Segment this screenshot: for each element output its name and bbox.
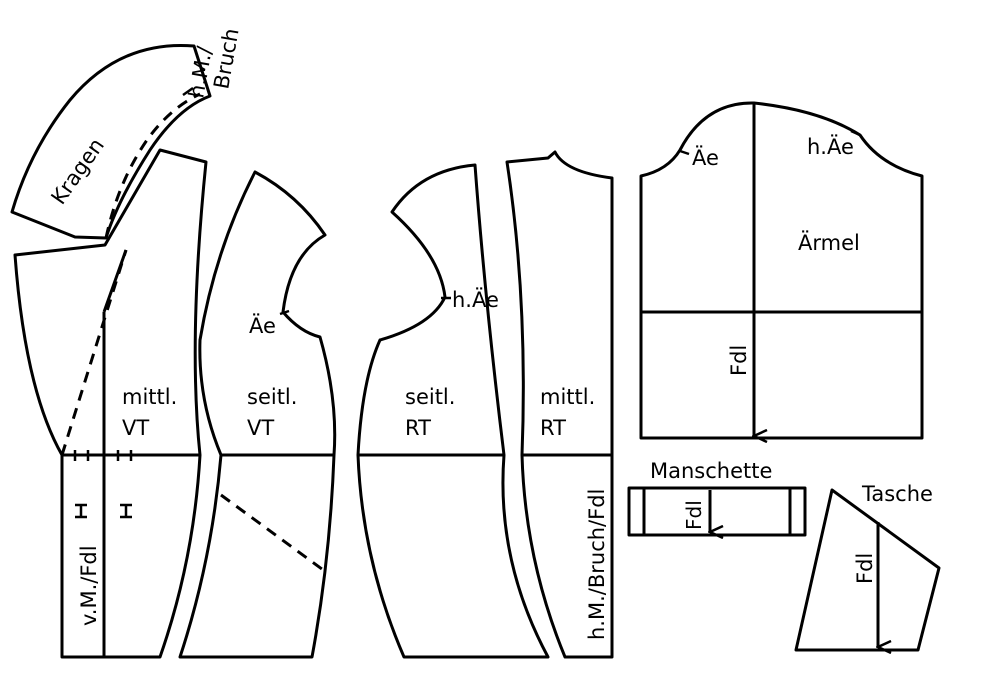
- cuff-piece: Manschette Fdl: [627, 459, 807, 535]
- pocket-piece: Tasche Fdl: [794, 482, 941, 650]
- side-front-label-2: VT: [247, 416, 274, 440]
- sleeve-grain-label: Fdl: [727, 345, 751, 376]
- center-front-label-2: VT: [122, 416, 149, 440]
- cuff-label: Manschette: [650, 459, 772, 483]
- side-back-label-1: seitl.: [405, 385, 455, 409]
- pocket-label: Tasche: [861, 482, 933, 506]
- sleeve-label: Ärmel: [798, 230, 860, 255]
- side-back-piece: h.Äe seitl. RT: [356, 163, 550, 659]
- cuff-grain-label: Fdl: [682, 500, 706, 530]
- side-front-ae-label: Äe: [249, 313, 276, 338]
- center-front-piece: mittl. VT v.M./Fdl: [13, 148, 208, 659]
- center-back-piece: mittl. RT h.M./Bruch/Fdl: [505, 150, 614, 659]
- side-front-piece: Äe seitl. VT: [178, 170, 337, 659]
- sleeve-hae-label: h.Äe: [807, 134, 854, 159]
- side-back-hae-label: h.Äe: [452, 287, 499, 312]
- side-front-label-1: seitl.: [247, 385, 297, 409]
- collar-label: Kragen: [46, 134, 109, 209]
- sleeve-piece: Äe h.Äe Ärmel Fdl: [639, 101, 924, 438]
- center-back-label-1: mittl.: [540, 385, 595, 409]
- side-back-label-2: RT: [405, 416, 431, 440]
- center-back-label-2: RT: [540, 416, 566, 440]
- center-front-label-1: mittl.: [122, 385, 177, 409]
- collar-bruch-label: Bruch: [209, 26, 243, 90]
- sleeve-ae-label: Äe: [692, 145, 719, 170]
- pocket-grain-label: Fdl: [853, 553, 877, 584]
- back-center-fold-label: h.M./Bruch/Fdl: [585, 489, 609, 640]
- front-center-fold-label: v.M./Fdl: [77, 545, 101, 626]
